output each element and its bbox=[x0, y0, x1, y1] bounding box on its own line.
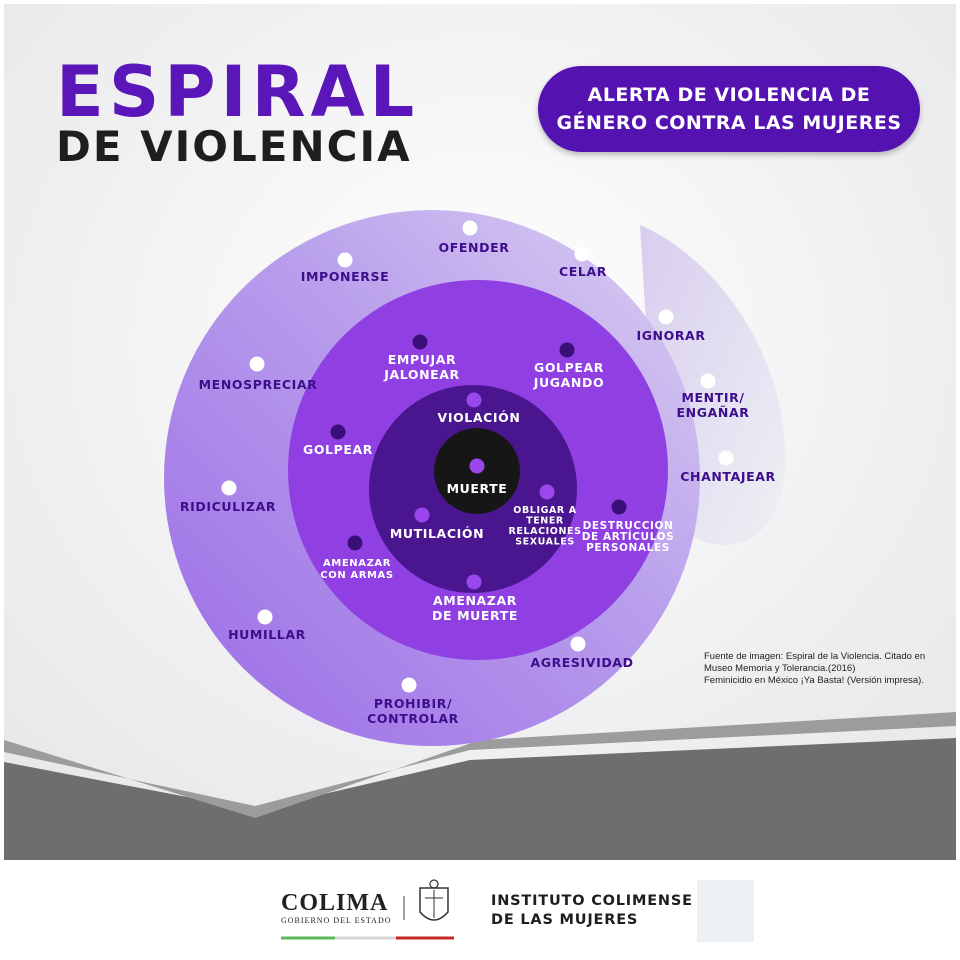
page-subtitle: DE VIOLENCIA bbox=[56, 122, 412, 171]
label-imponerse: IMPONERSE bbox=[301, 269, 389, 284]
logo-placeholder bbox=[697, 880, 754, 942]
dot-prohibir-controlar bbox=[401, 677, 417, 693]
dot-ofender bbox=[462, 220, 478, 236]
page-title: ESPIRAL bbox=[56, 51, 420, 133]
dot-amenazar-con-armas bbox=[347, 535, 363, 551]
source-line-1: Fuente de imagen: Espiral de la Violenci… bbox=[704, 651, 926, 662]
label-violacion: VIOLACIÓN bbox=[438, 410, 521, 425]
dot-destruccion-de-articulos-personales bbox=[611, 499, 627, 515]
footer-strip bbox=[0, 860, 960, 960]
label-humillar: HUMILLAR bbox=[228, 627, 306, 642]
label-menospreciar: MENOSPRECIAR bbox=[199, 377, 318, 392]
institute-line-2: DE LAS MUJERES bbox=[491, 912, 639, 928]
dot-chantajear bbox=[718, 450, 734, 466]
band-dark bbox=[4, 738, 956, 860]
institute-line-1: INSTITUTO COLIMENSE bbox=[491, 893, 693, 909]
label-celar: CELAR bbox=[559, 264, 607, 279]
label-ignorar: IGNORAR bbox=[636, 328, 705, 343]
item-labels: OFENDER CELAR IGNORAR MENTIR/ENGAÑAR CHANTAJ… bbox=[180, 240, 776, 726]
label-chantajear: CHANTAJEAR bbox=[680, 469, 776, 484]
dot-agresividad bbox=[570, 636, 586, 652]
label-ridiculizar: RIDICULIZAR bbox=[180, 499, 276, 514]
dot-muerte bbox=[469, 458, 485, 474]
institute-name: INSTITUTO COLIMENSE DE LAS MUJERES bbox=[491, 892, 693, 930]
alert-badge: ALERTA DE VIOLENCIA DE GÉNERO CONTRA LAS… bbox=[538, 66, 920, 152]
dot-humillar bbox=[257, 609, 273, 625]
label-golpear: GOLPEAR bbox=[303, 442, 373, 457]
coat-of-arms-icon bbox=[419, 879, 449, 921]
dot-imponerse bbox=[337, 252, 353, 268]
dot-empujar-jalonear bbox=[412, 334, 428, 350]
dot-violacion bbox=[466, 392, 482, 408]
dot-ignorar bbox=[658, 309, 674, 325]
band-light bbox=[4, 712, 956, 818]
label-muerte: MUERTE bbox=[447, 481, 508, 496]
colima-logo-subtext: GOBIERNO DEL ESTADO bbox=[281, 916, 392, 925]
dot-obligar-a-tener-relaciones-sexuales bbox=[539, 484, 555, 500]
source-line-2: Museo Memoria y Tolerancia.(2016) bbox=[704, 663, 856, 674]
dot-golpear bbox=[330, 424, 346, 440]
dot-amenazar-de-muerte bbox=[466, 574, 482, 590]
item-dots bbox=[221, 220, 734, 693]
dot-ridiculizar bbox=[221, 480, 237, 496]
dot-celar bbox=[574, 246, 590, 262]
colima-logo-text: COLIMA bbox=[281, 890, 389, 916]
label-mutilacion: MUTILACIÓN bbox=[390, 526, 484, 541]
source-line-3: Feminicidio en México ¡Ya Basta! (Versió… bbox=[704, 675, 924, 686]
dot-mutilacion bbox=[414, 507, 430, 523]
dot-menospreciar bbox=[249, 356, 265, 372]
dot-golpear-jugando bbox=[559, 342, 575, 358]
label-ofender: OFENDER bbox=[439, 240, 510, 255]
label-prohibir-controlar: PROHIBIR/CONTROLAR bbox=[367, 696, 459, 726]
label-agresividad: AGRESIVIDAD bbox=[530, 655, 633, 670]
dot-mentir-enganar bbox=[700, 373, 716, 389]
alert-line-2: GÉNERO CONTRA LAS MUJERES bbox=[556, 112, 902, 134]
alert-line-1: ALERTA DE VIOLENCIA DE bbox=[587, 84, 871, 106]
source-note: Fuente de imagen: Espiral de la Violenci… bbox=[704, 651, 944, 687]
label-mentir-enganar: MENTIR/ENGAÑAR bbox=[677, 390, 750, 420]
